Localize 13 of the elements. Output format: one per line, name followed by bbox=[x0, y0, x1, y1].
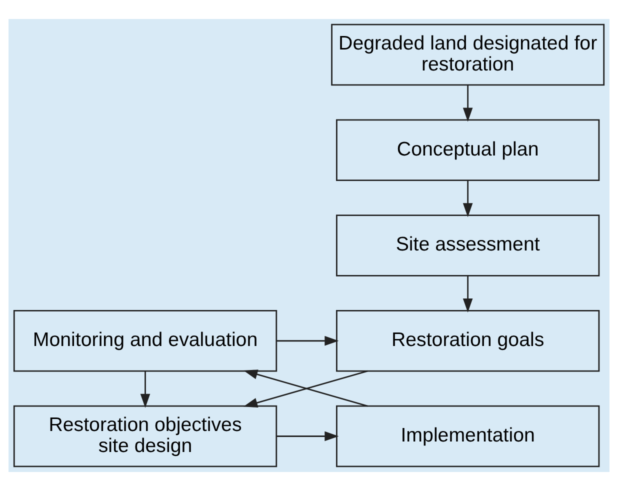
node-box: Implementation bbox=[336, 404, 600, 467]
arrow bbox=[462, 180, 473, 217]
node-box: Monitoring and evaluation bbox=[13, 310, 278, 372]
node-box: Site assessment bbox=[336, 214, 600, 276]
arrow bbox=[276, 335, 339, 346]
node-box: Restoration objectives site design bbox=[13, 404, 278, 467]
arrow bbox=[462, 84, 473, 122]
node-box: Conceptual plan bbox=[336, 118, 600, 180]
arrow bbox=[276, 430, 339, 441]
node-box: Degraded land designated for restoration bbox=[331, 23, 605, 86]
node-box: Restoration goals bbox=[336, 310, 600, 372]
arrow bbox=[462, 275, 473, 312]
arrow bbox=[140, 370, 150, 408]
